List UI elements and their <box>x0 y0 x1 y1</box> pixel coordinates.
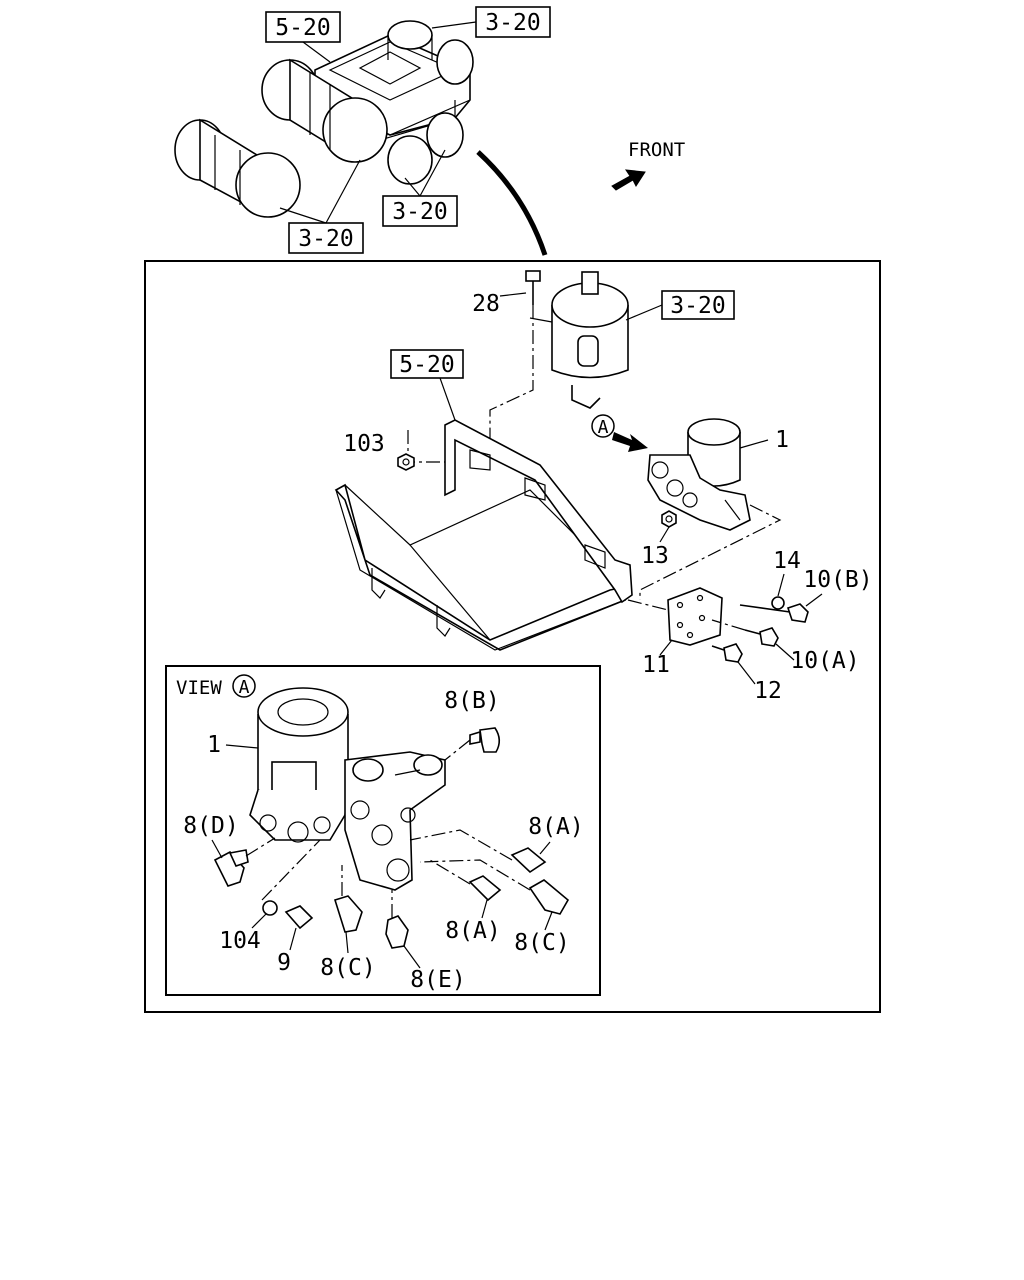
ref-box-tray: 5-20 <box>390 349 464 421</box>
view-callout-8d: 8(D) <box>183 813 238 839</box>
fitting-9: 9 <box>277 905 314 976</box>
air-dryer-assembly: 1 <box>647 418 789 531</box>
ref-label: 3-20 <box>298 226 353 252</box>
nut-103: 103 <box>343 431 415 471</box>
view-callout-104: 104 <box>219 928 261 954</box>
callout-13: 13 <box>641 543 669 569</box>
fitting-8a-bottom: 8(A) <box>429 859 502 944</box>
view-arrow-icon <box>612 432 648 452</box>
front-indicator: FRONT <box>611 139 685 191</box>
view-a-dryer: 1 <box>207 687 446 891</box>
view-callout-8a-top: 8(A) <box>528 814 583 840</box>
bolt-10a: 10(A) <box>711 619 860 674</box>
washer-14: 14 <box>771 548 801 610</box>
view-callout-8a-bottom: 8(A) <box>445 918 500 944</box>
view-a-title-marker: A <box>239 677 250 698</box>
battery-tray <box>334 419 633 651</box>
ref-label: 3-20 <box>485 10 540 36</box>
callout-10b: 10(B) <box>803 567 872 593</box>
view-a-title: VIEW A <box>176 674 256 699</box>
view-callout-8e: 8(E) <box>410 967 465 993</box>
ref-label: 3-20 <box>670 293 725 319</box>
front-arrow-icon <box>611 169 646 191</box>
callout-12: 12 <box>754 678 782 704</box>
fitting-8a-top: 8(A) <box>409 814 584 874</box>
view-a-title-text: VIEW <box>176 677 222 699</box>
overview-ref-box-3-20-top: 3-20 <box>431 6 551 38</box>
ref-label: 5-20 <box>275 15 330 41</box>
fitting-8b: 8(B) <box>444 688 501 761</box>
view-callout-9: 9 <box>277 950 291 976</box>
front-label: FRONT <box>628 139 685 161</box>
bolt-12: 12 <box>711 643 782 704</box>
overview-ref-box-3-20-right: 3-20 <box>382 149 458 227</box>
callout-10a: 10(A) <box>790 648 859 674</box>
overview-ref-box-3-20-bottom: 3-20 <box>279 159 364 254</box>
fitting-8c-right: 8(C) <box>419 859 570 956</box>
callout-103: 103 <box>343 431 385 457</box>
view-callout-8c-right: 8(C) <box>514 930 569 956</box>
overview-assembly <box>174 20 548 256</box>
fitting-8c-left: 8(C) <box>320 865 376 981</box>
overview-ref-box-5-20: 5-20 <box>265 11 341 63</box>
view-callout-1: 1 <box>207 732 221 758</box>
bracket-11: 11 <box>627 504 782 678</box>
view-a-marker: A <box>591 414 648 452</box>
fitting-8e: 8(E) <box>385 890 466 993</box>
view-marker-letter: A <box>598 417 609 438</box>
nut-13: 13 <box>641 510 677 569</box>
callout-11: 11 <box>642 652 670 678</box>
callout-1: 1 <box>775 427 789 453</box>
bolt-10b: 10(B) <box>739 567 873 623</box>
callout-14: 14 <box>773 548 801 574</box>
ref-box-tank: 3-20 <box>625 290 735 321</box>
fitting-8d: 8(D) <box>183 813 276 887</box>
air-tank <box>529 271 629 409</box>
view-callout-8c-left: 8(C) <box>320 955 375 981</box>
callout-28: 28 <box>472 291 500 317</box>
bolt-28: 28 <box>472 270 541 440</box>
ref-label: 5-20 <box>399 352 454 378</box>
detail-frame <box>144 260 881 1013</box>
view-callout-8b: 8(B) <box>444 688 499 714</box>
washer-104: 104 <box>219 839 321 954</box>
ref-label: 3-20 <box>392 199 447 225</box>
